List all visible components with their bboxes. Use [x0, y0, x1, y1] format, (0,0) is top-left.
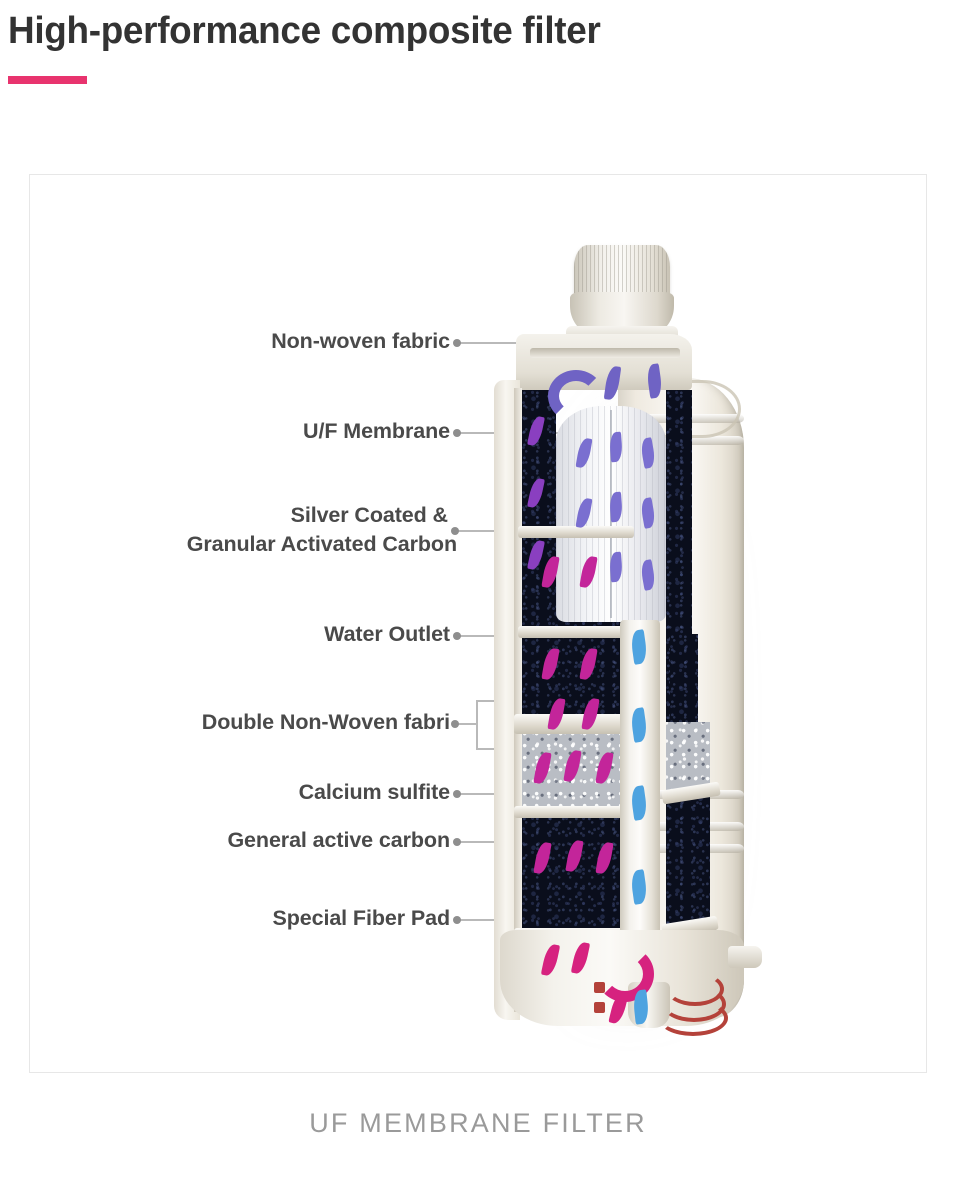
page-title: High-performance composite filter	[8, 10, 601, 52]
callout-uf-membrane: U/F Membrane	[303, 419, 450, 443]
filter-head	[516, 334, 692, 390]
callout-calcium-sulfite: Calcium sulfite	[298, 780, 451, 804]
title-accent-rule	[8, 76, 87, 84]
filter-side-nozzle	[728, 946, 762, 968]
callout-non-woven-fabric: Non-woven fabric	[271, 329, 450, 353]
figure-card: Non-woven fabric U/F Membrane Silver Coa…	[29, 174, 927, 1073]
callout-special-fiber-pad: Special Fiber Pad	[272, 906, 450, 930]
callout-double-non-woven-fabric: Double Non-Woven fabri	[201, 710, 450, 734]
leader-double-non-woven-fabric	[451, 720, 477, 728]
internal-plate	[518, 626, 638, 638]
internal-plate	[518, 526, 634, 538]
seal-marker	[594, 1002, 605, 1013]
general-active-carbon-bed	[666, 790, 710, 936]
non-woven-fabric-plate	[514, 714, 636, 734]
seal-ring	[658, 1000, 728, 1036]
flow-arrow-inlet-curve	[548, 370, 604, 422]
filter-diagram: Non-woven fabric U/F Membrane Silver Coa…	[30, 175, 928, 1074]
callout-general-active-carbon: General active carbon	[227, 828, 450, 852]
filter-head-slot	[530, 348, 680, 358]
general-active-carbon-bed	[522, 816, 630, 932]
callout-silver-coated-carbon-line2: Granular Activated Carbon	[186, 532, 457, 556]
internal-plate	[514, 806, 636, 818]
callout-silver-coated-carbon-line1: Silver Coated &	[290, 503, 449, 527]
filter-illustration	[470, 230, 770, 1040]
callout-water-outlet: Water Outlet	[324, 622, 450, 646]
figure-caption: UF MEMBRANE FILTER	[309, 1108, 647, 1138]
housing-wall-left-inner	[514, 388, 522, 1012]
